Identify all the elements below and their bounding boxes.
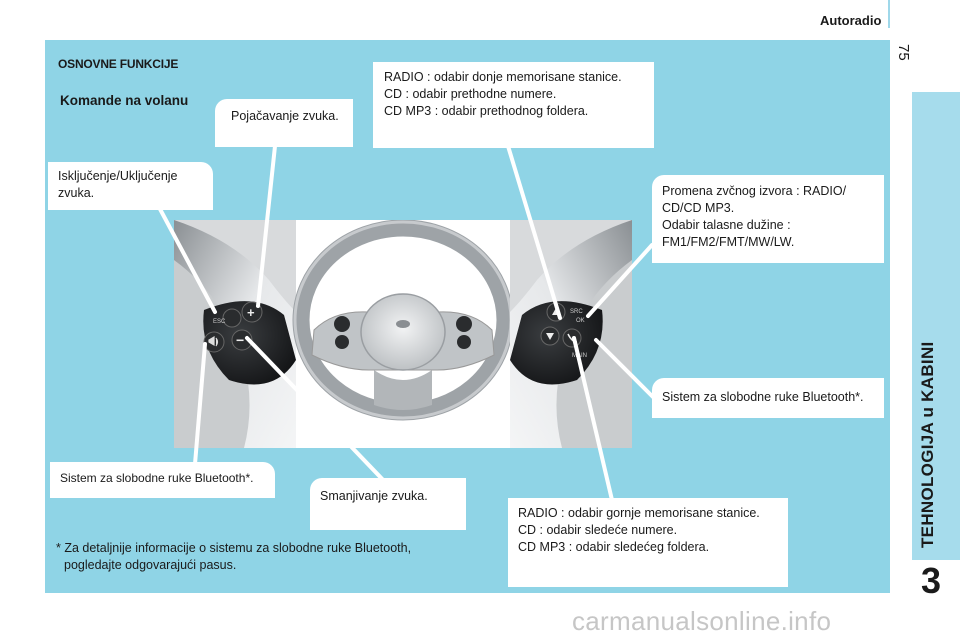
header-title: Autoradio <box>820 13 882 28</box>
subsection-title: Komande na volanu <box>60 93 189 108</box>
callout-volume-up-line-1: Pojačavanje zvuka. <box>231 109 339 123</box>
footnote: * Za detaljnije informacije o sistemu za… <box>56 540 411 574</box>
callout-source-line-3: Odabir talasne dužine : <box>662 218 791 232</box>
chapter-side-tab <box>912 92 960 560</box>
source-button-label: SRC <box>570 309 583 315</box>
callout-source: Promena zvčnog izvora : RADIO/ CD/CD MP3… <box>652 175 884 263</box>
ok-button-label: OK <box>576 318 585 324</box>
callout-mute-line-2: zvuka. <box>58 186 95 200</box>
callout-seek-up-line-2: CD : odabir sledeće numere. <box>518 523 678 537</box>
callout-source-line-4: FM1/FM2/FMT/MW/LW. <box>662 235 795 249</box>
callout-seek-up-line-3: CD MP3 : odabir sledećeg foldera. <box>518 540 710 554</box>
callout-bluetooth-left: Sistem za slobodne ruke Bluetooth*. <box>50 462 275 498</box>
callout-bluetooth-left-line-1: Sistem za slobodne ruke Bluetooth*. <box>60 471 254 485</box>
callout-source-line-1: Promena zvčnog izvora : RADIO/ <box>662 184 847 198</box>
callout-source-line-2: CD/CD MP3. <box>662 201 735 215</box>
section-title: OSNOVNE FUNKCIJE <box>58 57 179 71</box>
watermark: carmanualsonline.info <box>572 606 832 636</box>
callout-seek-up-line-1: RADIO : odabir gornje memorisane stanice… <box>518 506 760 520</box>
volume-up-button-label: + <box>247 305 255 320</box>
callout-seek-up: RADIO : odabir gornje memorisane stanice… <box>508 498 788 587</box>
header-rule <box>888 0 890 28</box>
chapter-title: TEHNOLOGIJA u KABINI <box>918 341 937 548</box>
callout-volume-down: Smanjivanje zvuka. <box>310 478 466 530</box>
callout-mute: Isključenje/Uključenje zvuka. <box>48 162 213 210</box>
callout-mute-line-1: Isključenje/Uključenje <box>58 169 178 183</box>
callout-bluetooth-right: Sistem za slobodne ruke Bluetooth*. <box>652 378 884 418</box>
callout-seek-down-line-1: RADIO : odabir donje memorisane stanice. <box>384 70 622 84</box>
callout-seek-down: RADIO : odabir donje memorisane stanice.… <box>373 62 654 148</box>
callout-bluetooth-right-line-1: Sistem za slobodne ruke Bluetooth*. <box>662 390 864 404</box>
seek-down-arrow-icon <box>546 333 554 340</box>
volume-down-button-label: − <box>236 332 244 348</box>
callout-volume-up: Pojačavanje zvuka. <box>215 99 353 147</box>
footnote-line-2: pogledajte odgovarajući pasus. <box>64 558 237 572</box>
footnote-line-1: * Za detaljnije informacije o sistemu za… <box>56 541 412 555</box>
callout-seek-down-line-3: CD MP3 : odabir prethodnog foldera. <box>384 104 589 118</box>
page-number: 75 <box>895 44 912 61</box>
mute-speaker-icon <box>208 335 219 347</box>
chapter-number: 3 <box>921 560 942 601</box>
steering-wheel-photo: ESC + − SRC OK MAIN <box>174 220 632 448</box>
esc-button-label: ESC <box>213 319 226 325</box>
callout-seek-down-line-2: CD : odabir prethodne numere. <box>384 87 557 101</box>
callout-volume-down-line-1: Smanjivanje zvuka. <box>320 489 428 503</box>
main-button-label: MAIN <box>572 353 587 359</box>
